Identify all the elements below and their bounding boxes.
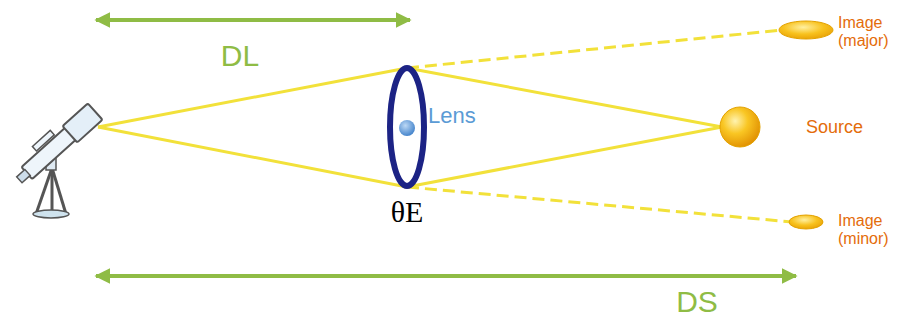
- light-paths: [98, 30, 792, 222]
- light-ray: [407, 127, 722, 187]
- light-ray: [98, 68, 407, 127]
- image-label: Image (major): [838, 14, 896, 51]
- distance-label: DL: [221, 39, 259, 74]
- lens-ring: [390, 68, 424, 186]
- lens-mass: [399, 120, 415, 136]
- distance-arrow: [96, 274, 796, 278]
- distance-arrow: [96, 18, 410, 22]
- apparent-ray: [407, 187, 792, 222]
- image-label: Image (minor): [838, 212, 896, 249]
- major-image: [779, 21, 833, 39]
- source-star: [720, 107, 760, 147]
- source-label: Source: [806, 117, 863, 138]
- apparent-ray: [407, 30, 782, 68]
- light-ray: [98, 127, 407, 187]
- distance-label: DS: [676, 285, 718, 320]
- telescope-icon: [9, 100, 103, 218]
- lens-label: Lens: [428, 103, 476, 128]
- minor-image: [789, 215, 823, 229]
- angle-label: θE: [391, 195, 424, 230]
